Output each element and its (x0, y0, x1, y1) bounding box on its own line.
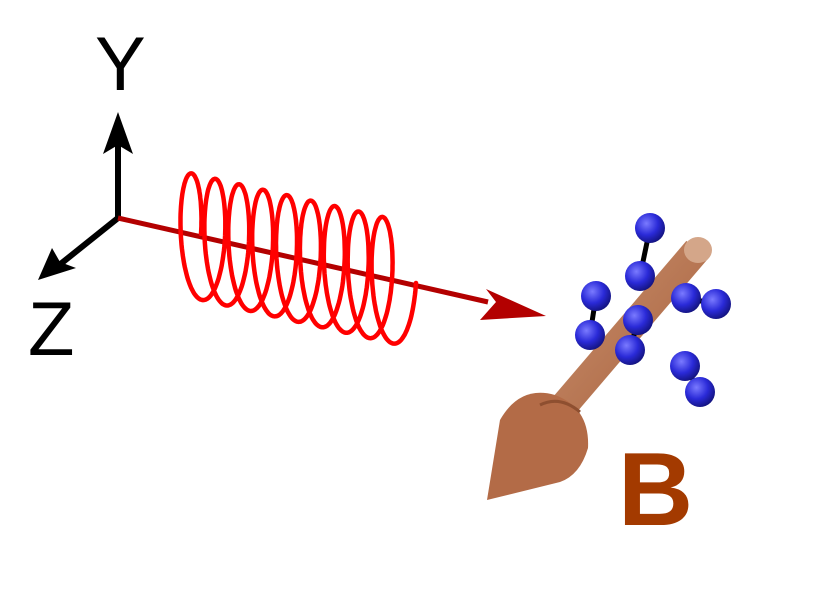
y-axis-arrowhead (103, 112, 133, 154)
spin-atom (685, 377, 715, 407)
spin-atom (701, 289, 731, 319)
y-axis-label: Y (95, 22, 146, 107)
spin-atom (625, 261, 655, 291)
spin-group (575, 213, 731, 407)
spin-atom (671, 283, 701, 313)
axes-group: Y Z (28, 22, 146, 372)
field-arrow-tail-cap (684, 237, 712, 263)
z-axis-arrowhead (38, 248, 76, 280)
field-arrowhead-rim (539, 399, 581, 414)
field-arrow-shaft (545, 240, 708, 425)
spin-atom (581, 281, 611, 311)
helix-coil (178, 171, 419, 346)
spin-atom (615, 335, 645, 365)
z-axis-label: Z (28, 287, 74, 372)
field-arrow (487, 237, 712, 500)
field-arrowhead (487, 392, 589, 500)
field-label-b: B (618, 432, 693, 548)
spin-atom (670, 351, 700, 381)
spin-atom (575, 320, 605, 350)
spin-atom (623, 305, 653, 335)
z-axis-line (55, 215, 121, 269)
propagation-arrowhead (480, 289, 546, 320)
spin-atom (635, 213, 665, 243)
